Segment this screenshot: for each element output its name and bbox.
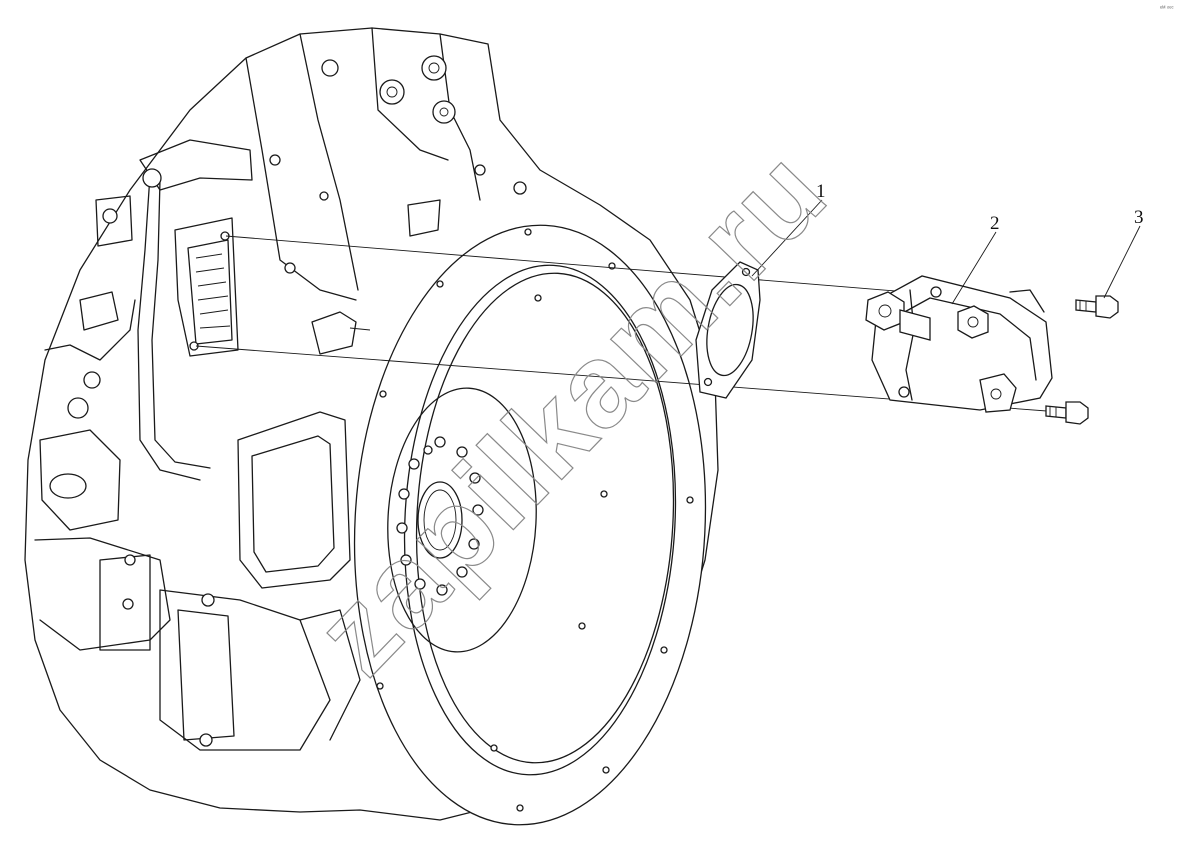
bolt-part-3-upper <box>1075 295 1119 319</box>
callout-3: 3 <box>1103 207 1144 299</box>
flywheel-housing <box>353 224 707 826</box>
pump-housing-part-2 <box>865 275 1053 413</box>
callout-2-label: 2 <box>990 213 1000 234</box>
bolt-part-3-lower <box>1045 401 1089 425</box>
callout-2: 2 <box>951 213 1000 305</box>
callout-1-label: 1 <box>816 181 826 202</box>
flywheel-bolt-holes <box>396 436 484 596</box>
engine-block <box>24 27 719 821</box>
callout-3-label: 3 <box>1134 207 1144 228</box>
callout-1: 1 <box>751 181 826 277</box>
gasket-part-1 <box>695 261 761 399</box>
corner-mark: ᵉᴹ ᵒᵉᶜ <box>1160 5 1174 12</box>
